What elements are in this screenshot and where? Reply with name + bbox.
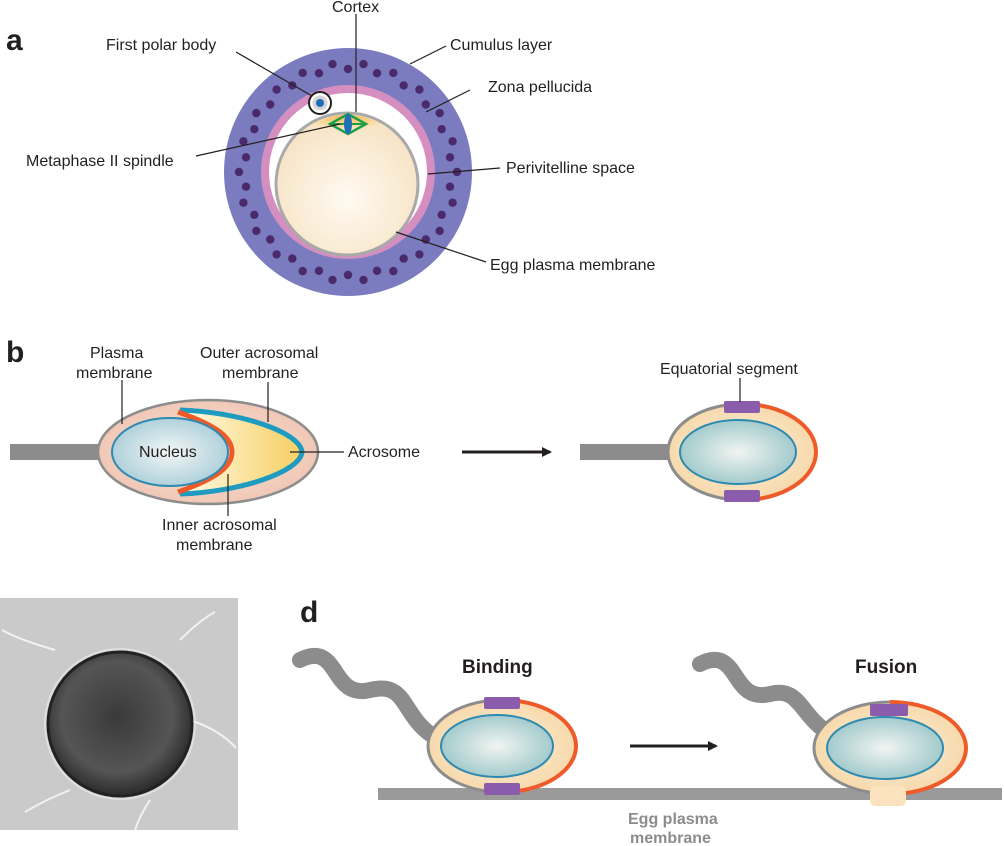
cumulus-cell — [298, 266, 307, 276]
fusion-sperm-tail — [692, 651, 838, 742]
fusion-pore — [870, 786, 906, 806]
cumulus-cell — [314, 266, 324, 275]
cumulus-cell — [288, 254, 297, 263]
cumulus-cell — [343, 64, 353, 74]
cumulus-cell — [328, 59, 337, 69]
label-egg-membrane-1: Egg plasma — [628, 811, 718, 828]
first-polar-body — [308, 91, 332, 115]
label-nucleus: Nucleus — [139, 444, 197, 461]
cumulus-cell — [445, 182, 455, 191]
label-cortex: Cortex — [332, 0, 379, 16]
cumulus-cell — [437, 125, 446, 134]
cumulus-cell — [445, 153, 455, 162]
cumulus-cell — [435, 108, 444, 118]
label-inner-acrosomal-1: Inner acrosomal — [162, 517, 277, 534]
binding-nucleus — [440, 714, 554, 778]
label-egg-plasma-membrane: Egg plasma membrane — [490, 257, 656, 274]
cumulus-cell — [448, 137, 457, 146]
cumulus-cell — [372, 69, 382, 78]
cumulus-cell — [343, 270, 353, 280]
fusion-nucleus — [826, 716, 944, 780]
equatorial-segment-bottom — [724, 490, 760, 502]
sperm-tail — [10, 444, 100, 460]
reacted-membrane — [741, 402, 818, 502]
cumulus-cell — [415, 250, 424, 259]
sperm-after — [580, 401, 818, 502]
cumulus-cell — [372, 266, 382, 275]
cumulus-cell — [272, 250, 281, 259]
egg-plasma-membrane-line — [378, 788, 1002, 800]
cumulus-cell — [399, 81, 408, 90]
fusion-equatorial-top — [870, 704, 908, 716]
cumulus-cell — [448, 198, 457, 207]
cumulus-cell — [298, 68, 307, 78]
cumulus-cell — [328, 275, 337, 285]
cumulus-cell — [399, 254, 408, 263]
cumulus-cell — [415, 85, 424, 94]
micrograph-egg — [0, 598, 238, 831]
cumulus-cell — [252, 108, 261, 118]
cumulus-cell — [266, 235, 275, 244]
cumulus-cell — [250, 210, 259, 219]
label-outer-acrosomal-1: Outer acrosomal — [200, 345, 318, 362]
label-first-polar-body: First polar body — [106, 37, 216, 54]
egg-diagram — [224, 48, 472, 296]
cumulus-cell — [437, 210, 446, 219]
cumulus-cell — [266, 100, 275, 109]
label-inner-acrosomal-2: membrane — [176, 537, 253, 554]
panel-label-b: b — [6, 336, 24, 369]
label-fusion: Fusion — [855, 657, 917, 678]
label-outer-acrosomal-2: membrane — [222, 365, 299, 382]
acrosome — [180, 410, 302, 494]
cumulus-cell — [241, 182, 251, 191]
binding-equatorial-top — [484, 697, 520, 709]
cumulus-cell — [359, 59, 368, 69]
cumulus-cell — [239, 137, 248, 146]
nucleus-after — [679, 419, 797, 485]
cumulus-cell — [241, 153, 251, 162]
cumulus-cell — [252, 226, 261, 236]
label-egg-membrane-2: membrane — [630, 830, 711, 846]
panel-label-a: a — [6, 24, 23, 57]
egg-cytoplasm — [274, 111, 420, 257]
sperm-tail-after — [580, 444, 670, 460]
panel-label-d: d — [300, 596, 318, 629]
binding-sperm — [292, 647, 578, 795]
cumulus-cell — [389, 266, 398, 276]
cumulus-cell — [389, 68, 398, 78]
label-cumulus-layer: Cumulus layer — [450, 37, 553, 54]
label-zona-pellucida: Zona pellucida — [488, 79, 592, 96]
label-binding: Binding — [462, 657, 533, 678]
equatorial-segment-top — [724, 401, 760, 413]
label-equatorial-segment: Equatorial segment — [660, 361, 798, 378]
cumulus-cell — [234, 167, 244, 177]
cumulus-cell — [314, 69, 324, 78]
binding-equatorial-bottom — [484, 783, 520, 795]
nucleus — [111, 417, 229, 487]
cumulus-cell — [435, 226, 444, 236]
metaphase-spindle — [327, 112, 369, 136]
fusion-sperm — [692, 651, 968, 806]
binding-sperm-tail — [292, 647, 448, 748]
label-metaphase-spindle: Metaphase II spindle — [26, 153, 174, 170]
cumulus-cell — [239, 198, 248, 207]
cumulus-cell — [272, 85, 281, 94]
cumulus-cell — [421, 100, 430, 109]
label-plasma-membrane-1: Plasma — [90, 345, 143, 362]
label-perivitelline-space: Perivitelline space — [506, 160, 635, 177]
sperm-before — [10, 398, 320, 506]
label-acrosome: Acrosome — [348, 444, 420, 461]
label-plasma-membrane-2: membrane — [76, 365, 153, 382]
cumulus-cell — [359, 275, 368, 285]
cumulus-cell — [250, 125, 259, 134]
inner-acrosomal-membrane — [177, 409, 235, 495]
